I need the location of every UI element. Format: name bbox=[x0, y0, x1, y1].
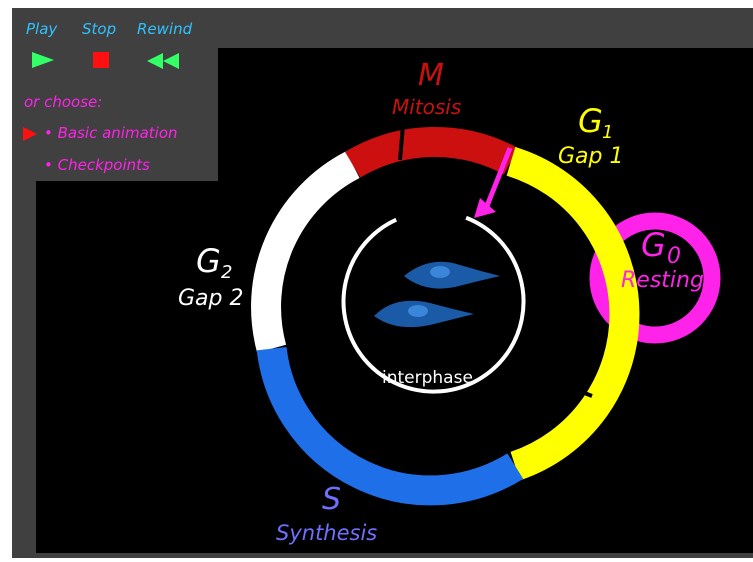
play-icon[interactable] bbox=[30, 50, 56, 70]
pointer-arrow-icon bbox=[23, 127, 37, 141]
g2-segment bbox=[251, 151, 360, 353]
play-label[interactable]: Play bbox=[26, 20, 58, 38]
progress-arrowhead bbox=[474, 198, 496, 218]
g0-loop bbox=[589, 212, 721, 344]
synthesis-segment bbox=[256, 346, 524, 506]
interphase-label: interphase bbox=[382, 368, 473, 388]
menu-heading: or choose: bbox=[24, 93, 103, 111]
cell-icon bbox=[404, 261, 500, 289]
rewind-label[interactable]: Rewind bbox=[137, 20, 193, 38]
mitosis-segment bbox=[345, 127, 519, 178]
interphase-circle bbox=[341, 215, 526, 394]
rewind-icon[interactable] bbox=[145, 50, 181, 70]
stop-label[interactable]: Stop bbox=[82, 20, 117, 38]
progress-arrow bbox=[484, 147, 513, 207]
cell-icon bbox=[374, 300, 474, 328]
stop-icon[interactable] bbox=[91, 50, 111, 70]
g1-segment bbox=[506, 146, 640, 481]
control-panel bbox=[12, 8, 218, 181]
menu-option-checkpoints[interactable]: • Checkpoints bbox=[44, 156, 150, 174]
frame-border-bottom bbox=[12, 553, 753, 558]
frame-border-top bbox=[218, 8, 753, 48]
checkpoint-g1 bbox=[556, 380, 593, 398]
menu-option-basic-animation[interactable]: • Basic animation bbox=[44, 124, 178, 142]
frame-border-left bbox=[12, 181, 36, 558]
checkpoint-m bbox=[398, 124, 405, 161]
